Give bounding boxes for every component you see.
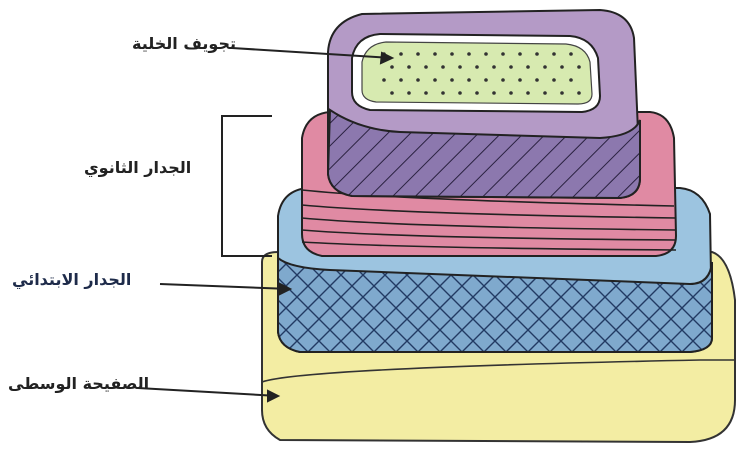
cavity-dot: [441, 91, 445, 95]
cavity-dot: [509, 91, 513, 95]
cavity-dot: [552, 78, 556, 82]
cavity-dot: [509, 65, 513, 69]
cavity-dot: [560, 91, 564, 95]
cavity-dot: [569, 52, 573, 56]
cavity-dot: [484, 78, 488, 82]
cavity-dot: [416, 52, 420, 56]
cavity-dot: [552, 52, 556, 56]
cell-cavity: [352, 34, 600, 112]
cavity-dot: [407, 65, 411, 69]
label-cell-cavity: تجويف الخلية: [132, 34, 236, 53]
cavity-dot: [526, 91, 530, 95]
label-middle-lamella: الصفيحة الوسطى: [8, 374, 149, 393]
cavity-dot: [535, 78, 539, 82]
cavity-dot: [390, 65, 394, 69]
cavity-dot: [501, 52, 505, 56]
cavity-dot: [543, 91, 547, 95]
cavity-dot: [560, 65, 564, 69]
cavity-dot: [569, 78, 573, 82]
cavity-dot: [382, 78, 386, 82]
cavity-dot: [399, 78, 403, 82]
lamella-leader: [138, 388, 278, 396]
cavity-dot: [450, 52, 454, 56]
cavity-dot: [407, 91, 411, 95]
cavity-dot: [433, 52, 437, 56]
cavity-dot: [492, 91, 496, 95]
cavity-dot: [424, 91, 428, 95]
secondary-wall-bracket: [222, 116, 272, 256]
cavity-dot: [577, 65, 581, 69]
cavity-dot: [475, 65, 479, 69]
cavity-dot: [399, 52, 403, 56]
cavity-dot: [390, 91, 394, 95]
label-primary-wall: الجدار الابتدائي: [12, 270, 131, 289]
cavity-dot: [492, 65, 496, 69]
cavity-dot: [526, 65, 530, 69]
cavity-dot: [458, 65, 462, 69]
cavity-dot: [450, 78, 454, 82]
cavity-dot: [543, 65, 547, 69]
cavity-dot: [467, 78, 471, 82]
cavity-dot: [577, 91, 581, 95]
cavity-dot: [433, 78, 437, 82]
cavity-dot: [535, 52, 539, 56]
label-secondary-wall: الجدار الثانوي: [84, 158, 191, 177]
cavity-dot: [501, 78, 505, 82]
cavity-dot: [416, 78, 420, 82]
cavity-dot: [518, 78, 522, 82]
cavity-dot: [475, 91, 479, 95]
cavity-dot: [458, 91, 462, 95]
cavity-dot: [467, 52, 471, 56]
cavity-dot: [518, 52, 522, 56]
cavity-dot: [441, 65, 445, 69]
cavity-dot: [484, 52, 488, 56]
cavity-dot: [424, 65, 428, 69]
